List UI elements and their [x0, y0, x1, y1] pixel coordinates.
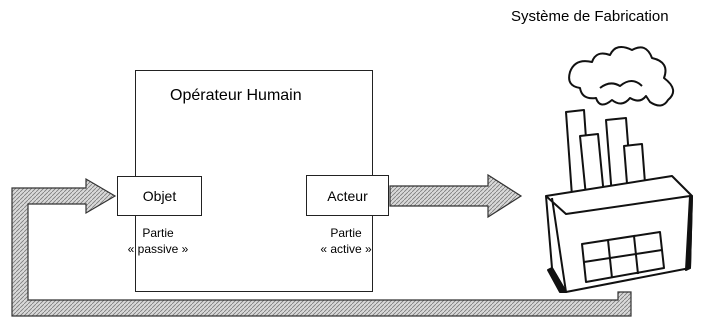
factory-icon — [545, 45, 693, 293]
acteur-caption-line2: « active » — [320, 242, 372, 256]
acteur-caption-line1: Partie — [330, 226, 362, 240]
feedback-arrow — [11, 177, 632, 317]
acteur-label: Acteur — [327, 187, 368, 204]
acteur-box: Acteur — [306, 175, 389, 216]
objet-caption-line1: Partie — [142, 226, 174, 240]
operator-title: Opérateur Humain — [170, 87, 302, 104]
objet-caption-line2: « passive » — [127, 242, 189, 256]
system-title: Système de Fabrication — [511, 8, 669, 25]
objet-caption: Partie « passive » — [108, 225, 208, 257]
objet-box: Objet — [117, 176, 202, 216]
objet-label: Objet — [142, 188, 177, 204]
action-arrow — [389, 173, 523, 219]
acteur-caption: Partie « active » — [296, 225, 396, 257]
